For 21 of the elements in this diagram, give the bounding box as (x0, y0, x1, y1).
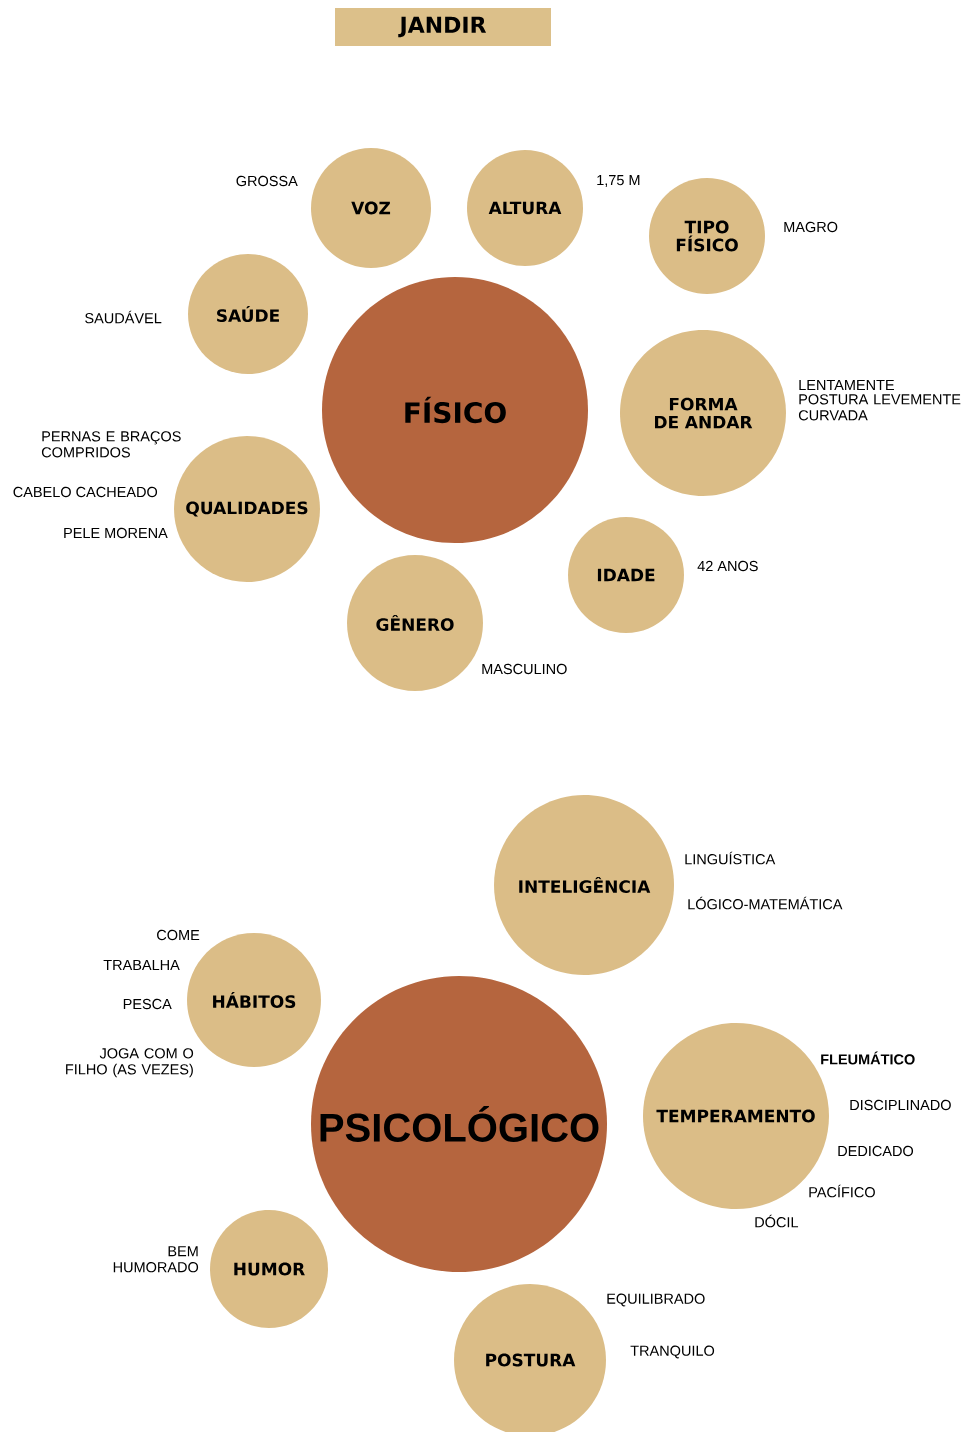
trait-value-text: BEM HUMORADO (113, 1246, 199, 1273)
trait-value-text: DISCIPLINADO (850, 1099, 951, 1111)
trait-value-text: PESCA (123, 998, 172, 1010)
trait-value-text: TRABALHA (103, 960, 180, 970)
trait-value-text: POSTURA LEVEMENTE CURVADA (798, 394, 961, 421)
trait-value-text: LENTAMENTE (799, 380, 894, 390)
trait-value-text: CABELO CACHEADO (13, 486, 158, 498)
trait-value-text: TRANQUILO (630, 1345, 715, 1359)
trait-value-text: MASCULINO (482, 663, 567, 675)
trait-value-text: 1,75 M (597, 175, 640, 187)
trait-value-text: PELE MORENA (64, 527, 168, 539)
trait-value-text: 42 ANOS (697, 560, 758, 572)
trait-value-text: DÓCIL (755, 1214, 799, 1228)
trait-value-text: DEDICADO (838, 1145, 914, 1157)
trait-value-text: GROSSA (236, 175, 298, 187)
trait-value-text: MAGRO (784, 221, 838, 233)
trait-value-text: SAUDÁVEL (85, 310, 162, 324)
trait-value-text: EQUILIBRADO (607, 1293, 705, 1307)
title-banner: JANDIR (335, 8, 551, 46)
trait-value-text: LINGUÍSTICA (685, 851, 776, 865)
trait-value-text: LÓGICO-MATEMÁTICA (688, 896, 843, 910)
